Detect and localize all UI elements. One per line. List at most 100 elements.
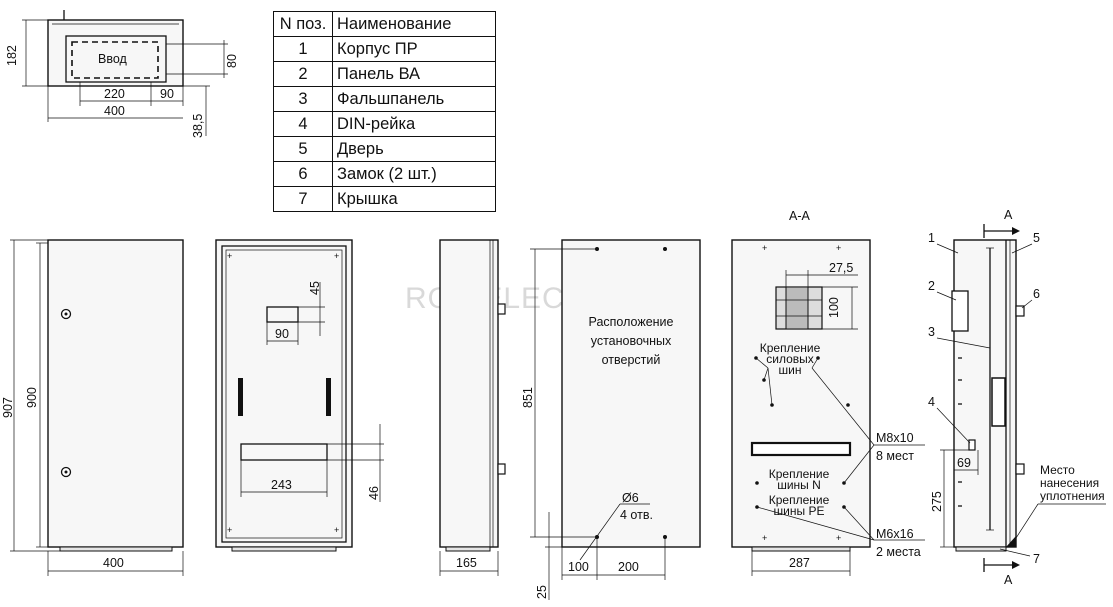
front-view: 907 900 400 — [1, 239, 184, 576]
back-panel — [561, 239, 701, 548]
section-mark-bottom: А — [1004, 573, 1013, 587]
dim-287: 287 — [789, 556, 810, 570]
row-num: 7 — [273, 186, 333, 212]
mount-cross-icon: + — [334, 251, 339, 261]
mount-cross-icon: + — [227, 525, 232, 535]
power-bus-line2: силовых — [766, 352, 814, 366]
row-name: Крышка — [332, 186, 496, 212]
table-header: N поз. Наименование — [273, 11, 496, 37]
mount-cross-icon: + — [762, 243, 767, 253]
dim-100-section: 100 — [827, 297, 841, 318]
n-bus-line1: Крепление — [769, 467, 830, 481]
mount-cross-icon: + — [836, 243, 841, 253]
mount-view: Расположение установочных отверстий 851 … — [521, 239, 701, 600]
n-bus-line2: шины N — [777, 478, 821, 492]
pos-6: 6 — [1033, 287, 1040, 301]
front-bottom-cover — [59, 546, 173, 552]
mount-cross-icon: + — [836, 533, 841, 543]
dim-25: 25 — [535, 585, 549, 599]
pos-4: 4 — [928, 395, 935, 409]
side-view: 165 — [439, 239, 506, 576]
top-view: Ввод 182 80 220 90 400 38,5 — [5, 10, 239, 138]
cut-view: А А 1 2 3 4 5 — [928, 208, 1106, 587]
dim-400-front: 400 — [103, 556, 124, 570]
row-name: Панель ВА — [332, 61, 496, 87]
seal-line3: уплотнения — [1040, 489, 1105, 503]
dim-90-inner: 90 — [275, 327, 289, 341]
dim-275: 275 — [930, 491, 944, 512]
ba-panel — [951, 290, 969, 332]
m8-count: 8 мест — [876, 449, 914, 463]
din-slot — [750, 441, 852, 457]
dim-45: 45 — [308, 281, 322, 295]
pe-bus-line1: Крепление — [769, 493, 830, 507]
caption-line1: Расположение — [589, 315, 674, 329]
row-num: 6 — [273, 161, 333, 187]
mount-hole — [663, 247, 667, 251]
section-title: А-А — [789, 209, 811, 223]
row-num: 3 — [273, 86, 333, 112]
section-view: А-А + + + + 27,5 100 Крепление силовых ш… — [731, 209, 925, 576]
mount-cross-icon: + — [762, 533, 767, 543]
power-bus-line1: Крепление — [760, 341, 821, 355]
pos-7: 7 — [1033, 552, 1040, 566]
dim-69: 69 — [957, 456, 971, 470]
front-door — [47, 239, 184, 548]
false-panel — [991, 377, 1006, 427]
dim-100-mount: 100 — [568, 560, 589, 574]
inlet-cutout — [71, 41, 159, 79]
top-view-body — [47, 19, 184, 87]
pos-3: 3 — [928, 325, 935, 339]
header-name: Наименование — [332, 11, 496, 37]
dim-907: 907 — [1, 397, 15, 418]
section-mark-top: А — [1004, 208, 1013, 222]
m6-count: 2 места — [876, 545, 921, 559]
header-num: N поз. — [273, 11, 333, 37]
inner-body — [215, 239, 353, 548]
meter-window — [240, 443, 328, 461]
row-name: Фальшпанель — [332, 86, 496, 112]
vent-slot — [238, 378, 243, 416]
row-name: Замок (2 шт.) — [332, 161, 496, 187]
dim-46: 46 — [367, 486, 381, 500]
dim-90: 90 — [160, 87, 174, 101]
caption-line3: отверстий — [602, 353, 661, 367]
hinge-lock — [497, 463, 506, 475]
pe-bus-line2: шины PE — [774, 504, 825, 518]
power-bus-line3: шин — [779, 363, 802, 377]
pos-5: 5 — [1033, 231, 1040, 245]
seal-line1: Место — [1040, 463, 1075, 477]
row-name: DIN-рейка — [332, 111, 496, 137]
row-num: 1 — [273, 36, 333, 62]
seal-mark — [1006, 536, 1016, 547]
pos-2: 2 — [928, 279, 935, 293]
cut-body — [953, 239, 1017, 548]
dim-182: 182 — [5, 45, 19, 66]
m6-size: М6х16 — [876, 527, 914, 541]
side-body — [439, 239, 499, 548]
breaker-window — [266, 306, 299, 323]
dim-243: 243 — [271, 478, 292, 492]
dim-165: 165 — [456, 556, 477, 570]
lock-icon — [1015, 463, 1025, 475]
dim-400-top: 400 — [104, 104, 125, 118]
din-rail — [968, 439, 976, 451]
dim-80: 80 — [225, 54, 239, 68]
lock-icon — [1015, 305, 1025, 317]
dim-200: 200 — [618, 560, 639, 574]
row-num: 5 — [273, 136, 333, 162]
dim-27-5: 27,5 — [829, 261, 853, 275]
dim-851: 851 — [521, 387, 535, 408]
dim-900: 900 — [25, 387, 39, 408]
seal-line2: нанесения — [1040, 476, 1099, 490]
caption-line2: установочных — [591, 334, 672, 348]
inner-view: + + + + 45 90 243 46 — [215, 239, 384, 552]
hinge-lock — [497, 303, 506, 315]
